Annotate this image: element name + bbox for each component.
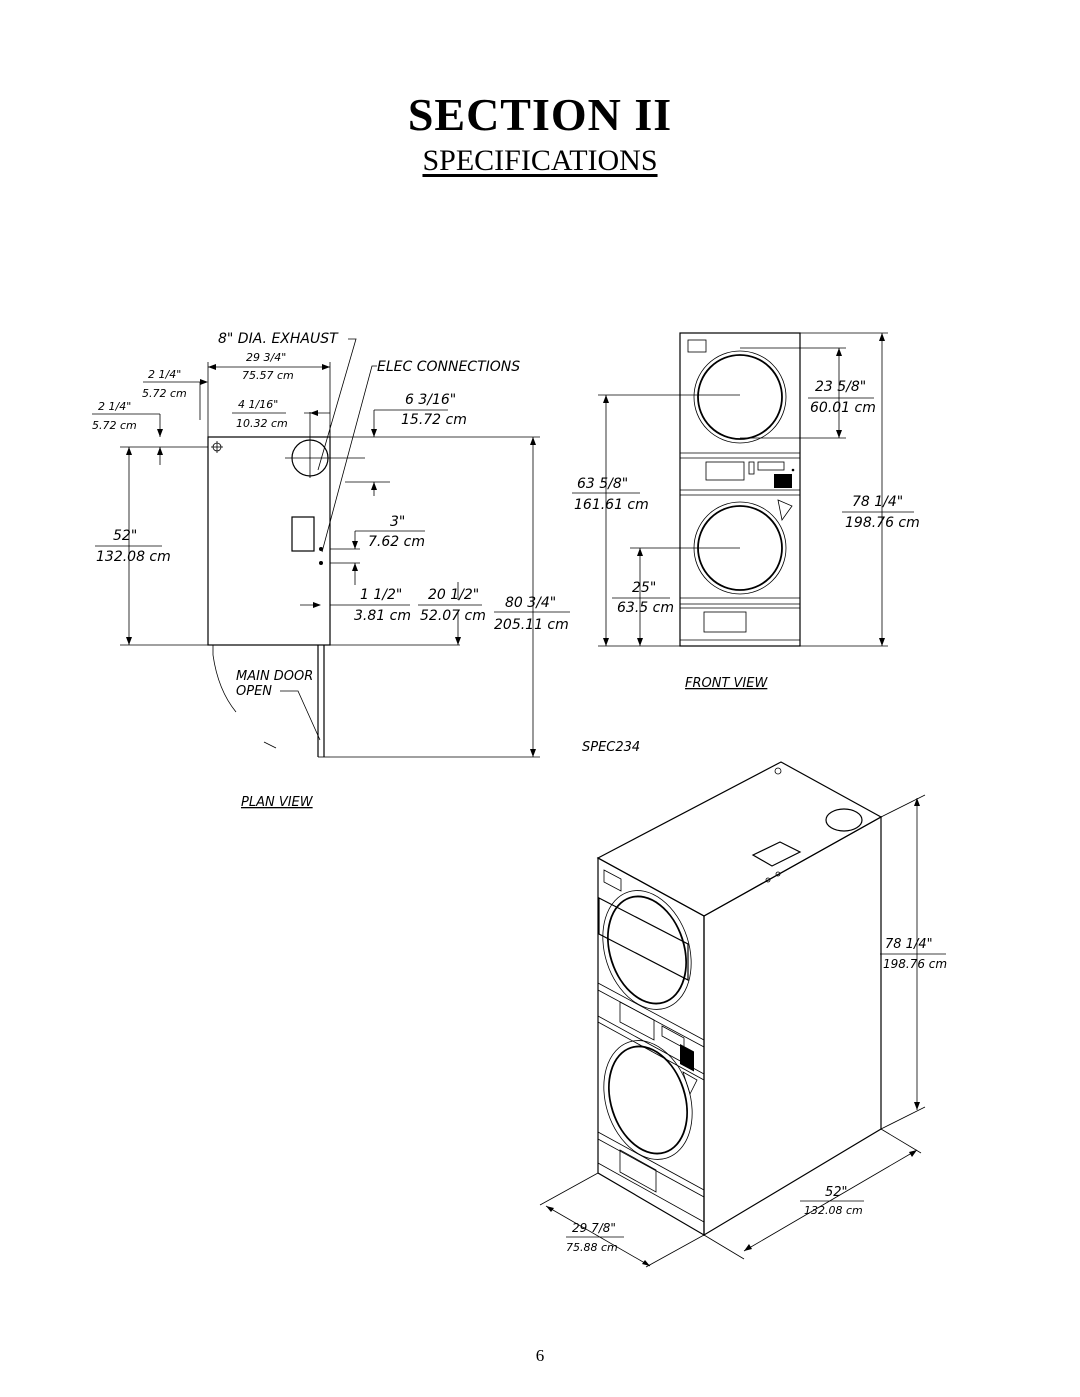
dim-width-in: 29 3/4" [246, 351, 286, 364]
iso-exhaust-circle [825, 808, 863, 832]
door-leader [280, 690, 321, 741]
plan-view-label: PLAN VIEW [241, 795, 314, 810]
dim-iso-height-in: 78 1/4" [885, 937, 933, 952]
dim-front-bot-in: 25" [632, 580, 656, 596]
exhaust-label: 8" DIA. EXHAUST [218, 331, 339, 347]
plan-view: 29 3/4" 75.57 cm 2 1/4" 5.72 cm 2 1/4" 5… [92, 331, 570, 810]
door-label-1: MAIN DOOR [236, 669, 313, 684]
dim-left2-in: 2 1/4" [98, 400, 131, 413]
iso-upper-drum [607, 895, 687, 1005]
door-label-2: OPEN [236, 684, 272, 699]
dim-e15-in: 1 1/2" [360, 587, 402, 603]
dim-left1-in: 2 1/4" [148, 368, 181, 381]
dim-exh-in: 4 1/16" [238, 398, 278, 411]
dim-e15-cm: 3.81 cm [354, 608, 411, 624]
dim-e20-cm: 52.07 cm [420, 608, 486, 624]
dim-front-top-in: 23 5/8" [815, 379, 866, 395]
iso-side-face [703, 815, 882, 1237]
elec-leader [321, 365, 377, 553]
dim-left2-cm: 5.72 cm [92, 419, 137, 432]
dim-front-mid-cm: 161.61 cm [574, 497, 649, 513]
upper-drum-door [697, 354, 783, 440]
front-view: 23 5/8" 60.01 cm 78 1/4" 198.76 cm 63 5/… [572, 332, 920, 691]
dim-front-height-in: 78 1/4" [852, 494, 903, 510]
dim-open-cm: 205.11 cm [494, 617, 569, 633]
plan-cabinet-outline [207, 436, 331, 646]
front-view-label: FRONT VIEW [685, 676, 768, 691]
dim-front-top-cm: 60.01 cm [810, 400, 876, 416]
page-number: 6 [535, 1346, 545, 1365]
coin-slot-icon [774, 474, 792, 488]
iso-lint-drawer [619, 1149, 657, 1193]
dim-iso-width-cm: 75.88 cm [566, 1241, 618, 1254]
dim-front-height-cm: 198.76 cm [845, 515, 920, 531]
dim-iso-depth-cm: 132.08 cm [804, 1204, 863, 1217]
front-cabinet-outline [679, 332, 801, 647]
section-title: SECTION II [407, 89, 673, 140]
spec-code: SPEC234 [582, 740, 640, 755]
iso-lower-drum [608, 1045, 688, 1155]
dim-width-cm: 75.57 cm [242, 369, 294, 382]
section-subtitle: SPECIFICATIONS [422, 144, 658, 177]
dim-left1-cm: 5.72 cm [142, 387, 187, 400]
lint-drawer [703, 611, 747, 633]
dim-exh-cm: 10.32 cm [236, 417, 288, 430]
iso-coin-slot-icon [680, 1044, 694, 1072]
dim-e20-in: 20 1/2" [428, 587, 479, 603]
elec-label: ELEC CONNECTIONS [377, 359, 520, 375]
dim-depth-in: 52" [113, 528, 137, 544]
dim-depth-cm: 132.08 cm [96, 549, 171, 565]
dim-e3-cm: 7.62 cm [368, 534, 425, 550]
exhaust-leader [317, 338, 357, 471]
control-display [705, 461, 745, 481]
iso-view: SPEC234 [539, 740, 947, 1268]
iso-front-face [597, 856, 705, 1237]
dim-iso-width-in: 29 7/8" [572, 1221, 616, 1235]
dim-iso-depth-in: 52" [825, 1185, 848, 1200]
iso-access-panel [751, 841, 802, 867]
dim-front-mid-in: 63 5/8" [577, 476, 628, 492]
plan-connector-box [291, 516, 315, 552]
dim-iso-height-cm: 198.76 cm [883, 957, 947, 971]
dim-elec-in: 6 3/16" [405, 392, 456, 408]
dim-front-bot-cm: 63.5 cm [617, 600, 674, 616]
iso-top-face [596, 761, 883, 917]
dim-open-in: 80 3/4" [505, 595, 556, 611]
dim-e3-in: 3" [390, 514, 405, 530]
dim-elec-cm: 15.72 cm [401, 412, 467, 428]
